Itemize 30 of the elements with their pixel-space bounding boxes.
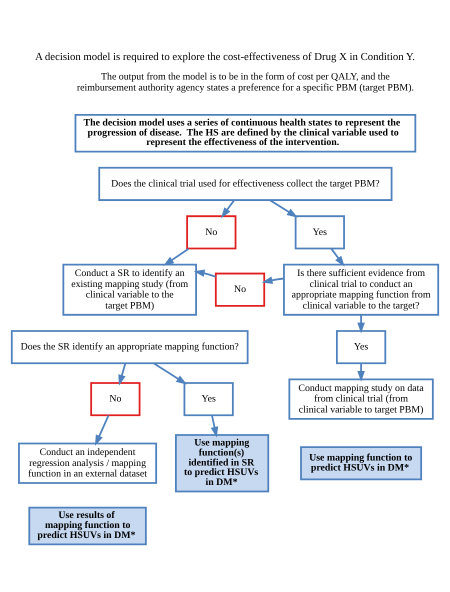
node-box: Yes (184, 382, 234, 416)
node-box: No (214, 272, 266, 307)
node-box: Conduct a SR to identify an existing mapping study (from clinical variable to the target PBM) (62, 264, 197, 316)
arrow (357, 363, 365, 382)
node-box: No (90, 382, 140, 416)
node-box: Does the clinical trial used for effectiveness collect the target PBM? (98, 166, 392, 201)
node-box: Use mapping function(s) identified in SR to predict HSUVs in DM* (175, 434, 270, 492)
node-box: No (186, 215, 236, 250)
node-box: Conduct an independent regression analysis / mapping function in an external dataset (18, 442, 158, 484)
arrow (163, 248, 190, 266)
node-box: Use mapping function to predict HSUVs in DM* (300, 446, 422, 480)
node-box: Use results of mapping function to predict HSUVs in DM* (28, 506, 147, 546)
arrow (221, 200, 235, 218)
arrow (94, 415, 110, 446)
arrow (262, 276, 284, 284)
arrow (357, 314, 365, 334)
node-box: Is there sufficient evidence from clinical trial to conduct an appropriate mapping function from clinical variable to the target? (283, 264, 440, 316)
arrow (194, 270, 216, 278)
node-box: Does the SR identify an appropriate mapping function? (10, 330, 249, 364)
arrow (210, 415, 218, 438)
arrow (118, 363, 126, 386)
node-box: Yes (336, 330, 386, 364)
node-box: The decision model uses a series of continuous health states to represent the progression of disease. The HS are defined by the clinical variable used to represent the effectiveness of the intervention. (74, 114, 416, 153)
label: The output from the model is to be in the form of cost per QALY, and the reimbursement authority agency states a preference for a specific PBM (target PBM). (76, 72, 414, 94)
arrow (269, 199, 298, 218)
arrow (330, 248, 345, 267)
diagram-title: A decision model is required to explore the cost-effectiveness of Drug X in Condition Y. (35, 50, 415, 63)
node-box: Conduct mapping study on data from clinical trial (from clinical variable to target PBM) (288, 378, 434, 420)
node-box: Yes (294, 215, 345, 250)
arrow (153, 362, 187, 384)
